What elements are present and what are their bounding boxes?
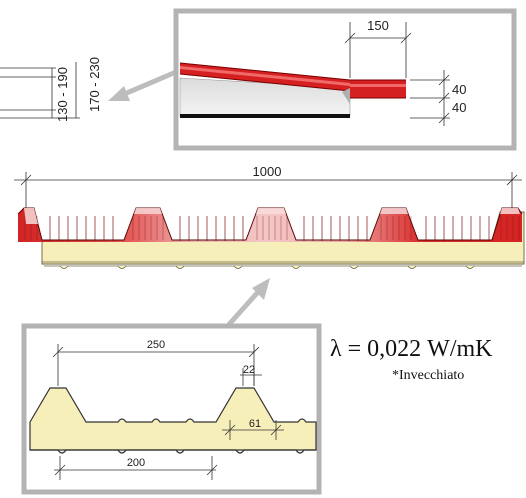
dim-130-190: 130 - 190 [55,67,70,122]
foam-bump [175,265,185,269]
dim-22: 22 [243,364,255,376]
profile-detail-box: 250 22 61 200 [21,323,322,495]
dim-250: 250 [147,339,165,351]
panel-width-dimension: 1000 [14,164,522,208]
foam-bump [349,265,359,269]
callout-arrow-up [222,278,270,332]
thermal-conductivity-formula: λ = 0,022 W/mK [330,336,493,362]
foam-bump [233,265,243,269]
dim-40-upper: 40 [452,82,466,97]
sandwich-panel [17,207,525,269]
dim-200: 200 [127,457,145,469]
aged-note: *Invecchiato [392,368,465,383]
dim-40-lower: 40 [452,100,466,115]
dim-1000: 1000 [253,164,282,179]
top-left-dimensions: 130 - 190 170 - 230 [0,57,102,122]
joint-detail-box: 150 40 40 [173,8,517,151]
dim-150: 150 [367,18,389,33]
foam-bump [59,265,69,269]
foam-bump [117,265,127,269]
foam-bump [291,265,301,269]
dim-61: 61 [249,418,261,430]
dim-170-230: 170 - 230 [87,57,102,112]
foam-bump [407,265,417,269]
foam-bump [465,265,475,269]
callout-arrow-left [108,69,177,101]
